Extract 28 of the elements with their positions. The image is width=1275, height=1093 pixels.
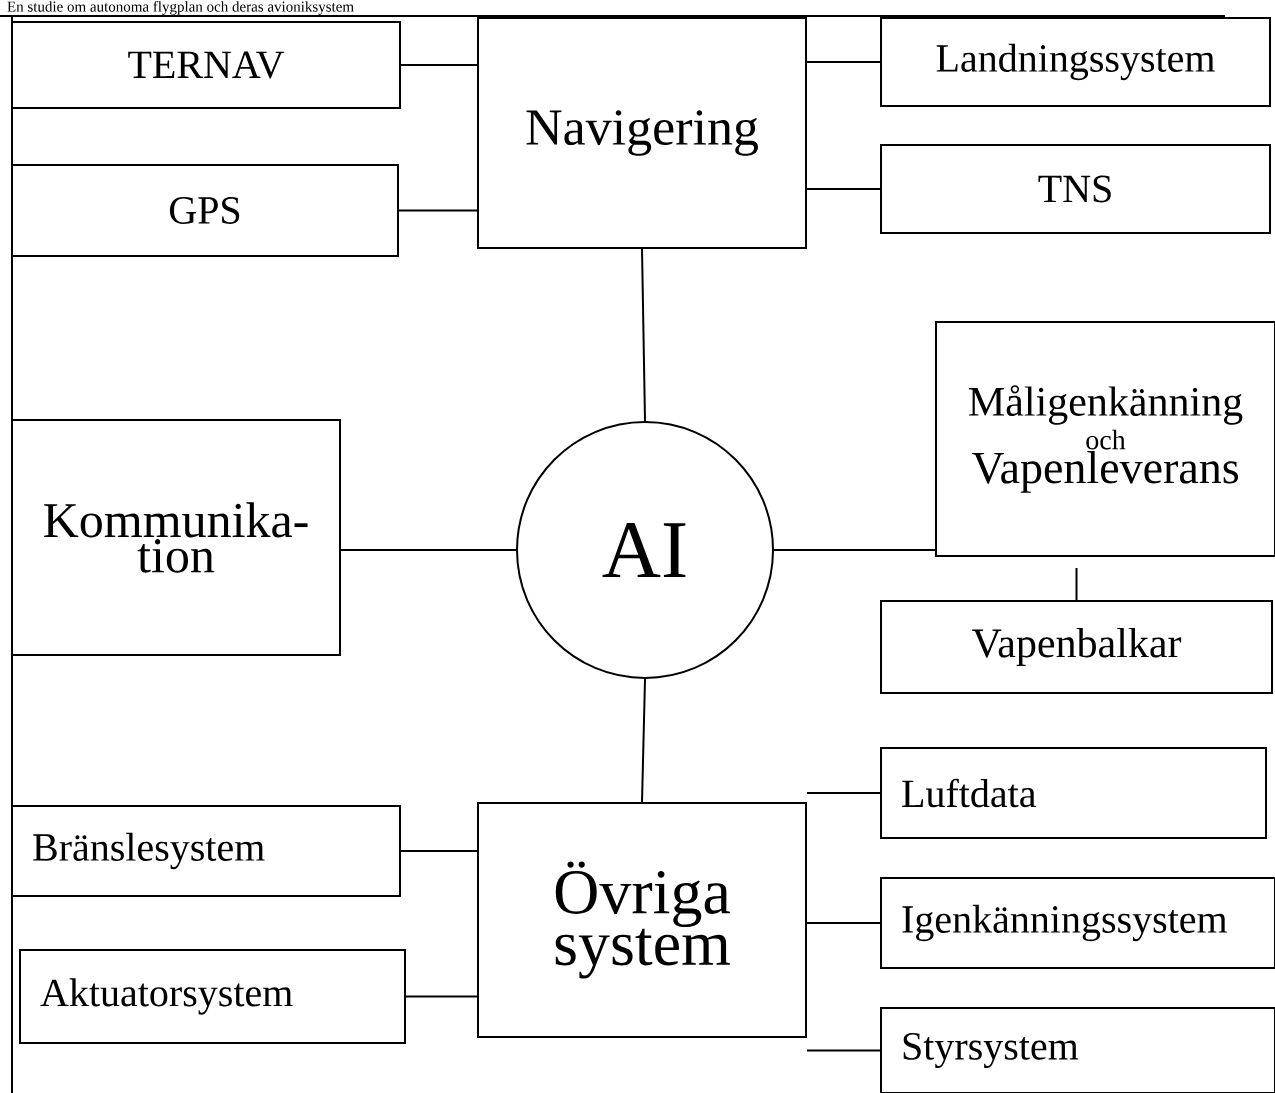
process-box: TERNAV <box>11 21 401 109</box>
connector-line <box>806 922 881 924</box>
process-box: Aktuatorsystem <box>19 949 406 1044</box>
connector-line <box>400 850 478 852</box>
process-box: Måligenkänning och Vapenleverans <box>935 321 1275 557</box>
connector-line <box>806 1049 881 1052</box>
connector-line <box>641 248 646 422</box>
connector-line <box>398 209 478 212</box>
connector-line <box>806 188 881 190</box>
connector-line <box>405 995 478 998</box>
process-box: TNS <box>880 144 1271 234</box>
connector-line <box>806 61 881 63</box>
process-box: Övriga system <box>477 802 807 1038</box>
connector-line <box>641 678 646 803</box>
process-box: Bränslesystem <box>11 805 401 897</box>
process-box: Luftdata <box>880 747 1267 839</box>
connector-line <box>400 64 478 66</box>
process-box: Landningssystem <box>880 17 1271 107</box>
process-box: GPS <box>11 164 399 257</box>
process-box: Navigering <box>477 17 807 249</box>
process-box: Kommunika- tion <box>11 419 341 656</box>
connector-line <box>773 549 936 551</box>
connector-line <box>340 549 517 551</box>
process-box: Igenkänningssystem <box>880 877 1275 969</box>
connector-line <box>806 792 881 794</box>
process-box: Vapenbalkar <box>880 600 1273 694</box>
connector-line <box>1075 567 1078 601</box>
process-box: Styrsystem <box>880 1007 1275 1093</box>
